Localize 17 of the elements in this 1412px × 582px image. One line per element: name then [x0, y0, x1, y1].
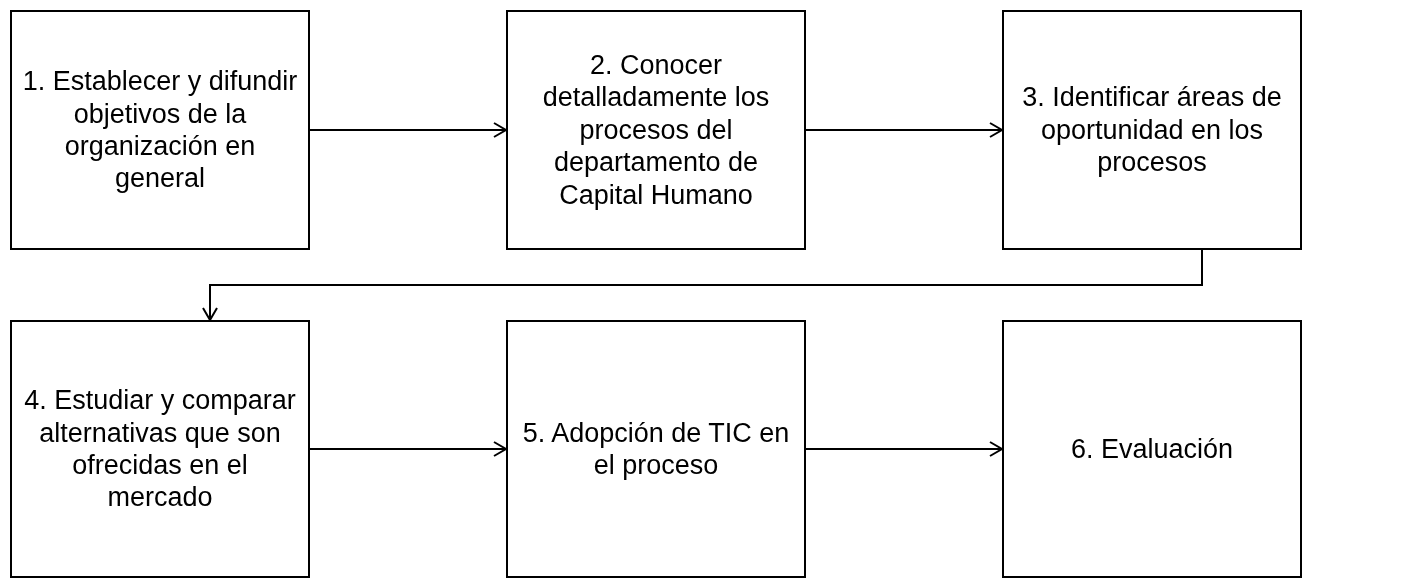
arrow [202, 249, 1203, 321]
arrow [805, 122, 1003, 138]
process-box [506, 10, 806, 250]
arrow [805, 441, 1003, 457]
step-text: 5. Adopción de TIC en el proceso [521, 416, 791, 482]
process-box [10, 10, 310, 250]
arrow [309, 122, 507, 138]
process-box [1002, 10, 1302, 250]
step-text: 6. Evaluación [1070, 432, 1234, 466]
step-text: 4. Estudiar y comparar alternativas que son ofrecidas en el mercado [23, 384, 297, 514]
step-text: 2. Conocer detalladamente los procesos del departamento de Capital Humano [541, 49, 771, 211]
process-box [506, 320, 806, 578]
arrow [309, 441, 507, 457]
step-text: 1. Establecer y difundir objetivos de la organización en general [21, 65, 299, 195]
step-text: 3. Identificar áreas de oportunidad en los procesos [1021, 81, 1283, 179]
process-box [10, 320, 310, 578]
process-box [1002, 320, 1302, 578]
